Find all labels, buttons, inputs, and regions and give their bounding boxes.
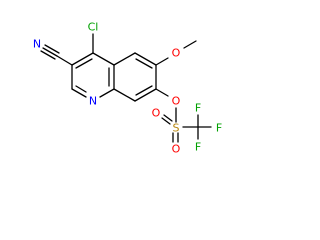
sulfonyl-oxygen-top-label: O (152, 107, 161, 120)
atom-labels: N Cl O N O S O O F F F (33, 21, 222, 156)
sulfonyl-oxygen-bottom-label: O (172, 143, 181, 156)
bond-c4-c4a (92, 52, 115, 66)
bond-c3-cn (56, 55, 73, 66)
fluorine-top-label: F (195, 102, 201, 115)
ester-oxygen-label: O (172, 95, 181, 108)
chlorine-label: Cl (88, 21, 99, 34)
bond-o-ch3 (183, 40, 197, 49)
nitrile-nitrogen-label: N (33, 38, 41, 51)
bond-s-o-upper-b (163, 114, 173, 122)
quinoline-triflate-structure: N Cl O N O S O O F F F (33, 21, 222, 156)
sulfur-label: S (173, 122, 180, 135)
bond-cn-triple-b (44, 44, 60, 54)
ring-nitrogen-label: N (89, 95, 97, 108)
bond-c8-c8a (113, 88, 136, 102)
bond-cn-triple-a (42, 47, 58, 57)
bond-c3-c4-inner (75, 58, 93, 69)
bond-c7-c8 (134, 88, 157, 102)
fluorine-bottom-label: F (195, 141, 201, 154)
bond-n1-c2 (71, 88, 87, 98)
bond-s-o-upper-a (161, 117, 171, 125)
bond-c7-o (155, 88, 169, 97)
methoxy-oxygen-label: O (172, 47, 181, 60)
bond-c3-c4 (71, 52, 94, 66)
bond-c8a-n1 (99, 88, 115, 98)
bond-c6-o (155, 57, 169, 66)
bond-c7-c8-inner (135, 85, 153, 96)
bond-c4a-c5 (113, 52, 136, 66)
bond-cn-triple-c (40, 50, 56, 60)
bond-n1-c2-inner (75, 85, 87, 93)
bond-c5-c6-inner (135, 58, 153, 69)
bond-lines (40, 33, 212, 143)
fluorine-right-label: F (216, 122, 222, 135)
bond-c5-c6 (134, 52, 157, 66)
